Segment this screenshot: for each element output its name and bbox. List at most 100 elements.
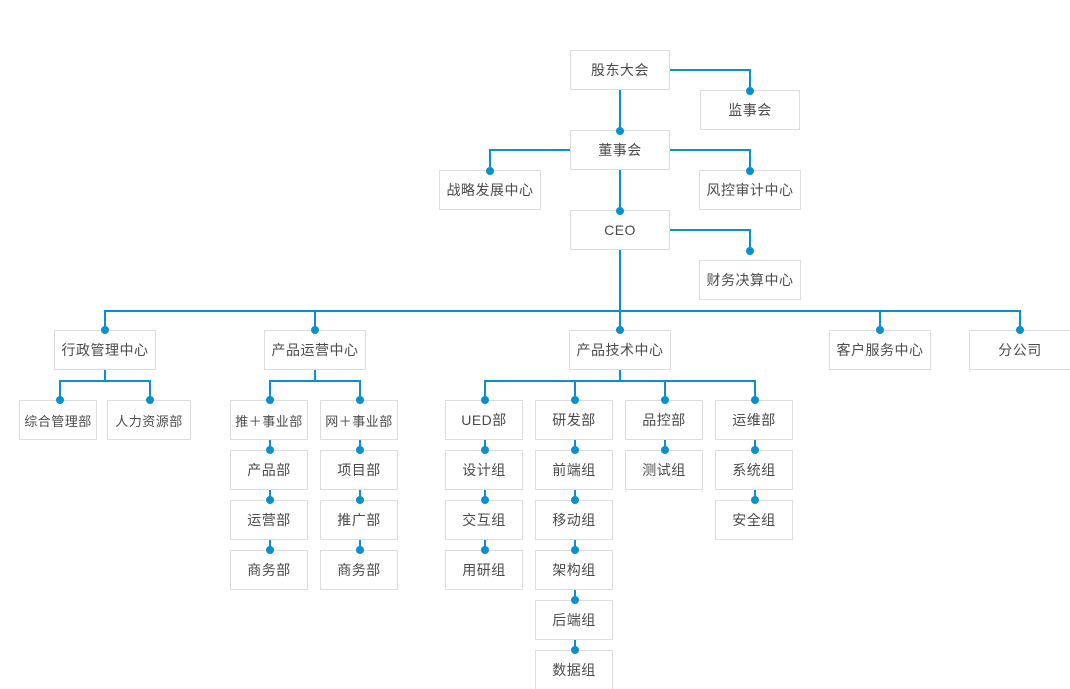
edge-interaction-to-user-research [484,540,486,550]
edge-board-to-strategy-horizontal [489,149,570,151]
node-tui-business-unit[interactable]: 推＋事业部 [230,400,308,440]
node-interaction-group[interactable]: 交互组 [445,500,523,540]
node-backend-group[interactable]: 后端组 [535,600,613,640]
node-ued-dept[interactable]: UED部 [445,400,523,440]
node-business-dept-right[interactable]: 商务部 [320,550,398,590]
node-ceo[interactable]: CEO [570,210,670,250]
connector-dot-board [616,127,624,135]
connector-dot-promotion-dept [356,496,364,504]
connector-dot-system-group [751,446,759,454]
connector-dot-ued [481,396,489,404]
edge-bus-drop-admin [104,310,106,330]
edge-product-tech-to-ops [754,380,756,400]
connector-dot-finance [746,247,754,255]
connector-dot-hr [146,396,154,404]
edge-product-tech-stem-vertical [619,370,621,381]
connector-dot-branch [1016,326,1024,334]
node-board-of-directors[interactable]: 董事会 [570,130,670,170]
connector-dot-operations-dept [266,496,274,504]
node-system-group[interactable]: 系统组 [715,450,793,490]
connector-dot-rd [571,396,579,404]
node-board-of-supervisors[interactable]: 监事会 [700,90,800,130]
node-admin-management-center[interactable]: 行政管理中心 [54,330,156,370]
connector-dot-architecture-group [571,546,579,554]
edge-design-to-interaction [484,490,486,500]
node-design-group[interactable]: 设计组 [445,450,523,490]
connector-dot-tui [266,396,274,404]
edge-main-bus-horizontal [104,310,1020,312]
node-customer-service-center[interactable]: 客户服务中心 [829,330,931,370]
edge-admin-to-hr [149,380,151,400]
edge-bus-drop-customer-service [879,310,881,330]
connector-dot-business-left [266,546,274,554]
node-product-operations-center[interactable]: 产品运营中心 [264,330,366,370]
connector-dot-ceo [616,207,624,215]
node-strategy-development-center[interactable]: 战略发展中心 [439,170,541,210]
edge-rd-to-frontend [574,440,576,450]
edge-admin-stem-vertical [104,370,106,381]
edge-mobile-to-architecture [574,540,576,550]
connector-dot-security-group [751,496,759,504]
node-data-group[interactable]: 数据组 [535,650,613,689]
edge-board-to-strategy-vertical [489,149,491,171]
edge-promotion-to-business-right [359,540,361,550]
node-ops-maintenance-dept[interactable]: 运维部 [715,400,793,440]
edge-ceo-to-finance-horizontal [670,229,751,231]
edge-backend-to-data [574,640,576,650]
edge-wang-to-project [359,440,361,450]
edge-ceo-to-bus-vertical [619,250,621,311]
node-human-resources-dept[interactable]: 人力资源部 [107,400,191,440]
edge-bus-drop-product-ops [314,310,316,330]
edge-admin-split-horizontal [59,380,150,382]
connector-dot-strategy [486,167,494,175]
connector-dot-data-group [571,646,579,654]
connector-dot-qc [661,396,669,404]
edge-product-dept-to-operations [269,490,271,500]
node-mobile-group[interactable]: 移动组 [535,500,613,540]
node-frontend-group[interactable]: 前端组 [535,450,613,490]
node-product-technology-center[interactable]: 产品技术中心 [569,330,671,370]
edge-shareholders-to-supervisors-horizontal [670,69,751,71]
node-qc-dept[interactable]: 品控部 [625,400,703,440]
connector-dot-backend-group [571,596,579,604]
edge-admin-to-general [59,380,61,400]
connector-dot-product-dept [266,446,274,454]
connector-dot-product-tech-center [616,326,624,334]
node-wang-business-unit[interactable]: 网＋事业部 [320,400,398,440]
node-architecture-group[interactable]: 架构组 [535,550,613,590]
connector-dot-admin-center [101,326,109,334]
node-operations-dept[interactable]: 运营部 [230,500,308,540]
node-finance-settlement-center[interactable]: 财务决算中心 [699,260,801,300]
edge-product-ops-to-tui [269,380,271,400]
edge-product-tech-to-ued [484,380,486,400]
edge-ued-to-design [484,440,486,450]
edge-product-tech-split-horizontal [484,380,755,382]
node-security-group[interactable]: 安全组 [715,500,793,540]
edge-shareholders-to-board-vertical [619,90,621,131]
edge-board-to-ceo-vertical [619,170,621,211]
node-shareholders-meeting[interactable]: 股东大会 [570,50,670,90]
node-project-dept[interactable]: 项目部 [320,450,398,490]
node-general-management-dept[interactable]: 综合管理部 [19,400,97,440]
edge-operations-to-business-left [269,540,271,550]
node-rd-dept[interactable]: 研发部 [535,400,613,440]
edge-system-to-security [754,490,756,500]
node-business-dept-left[interactable]: 商务部 [230,550,308,590]
connector-dot-user-research-group [481,546,489,554]
edge-qc-to-test [664,440,666,450]
edge-product-tech-to-rd [574,380,576,400]
node-test-group[interactable]: 测试组 [625,450,703,490]
node-promotion-dept[interactable]: 推广部 [320,500,398,540]
node-branch-company[interactable]: 分公司 [969,330,1070,370]
node-product-dept[interactable]: 产品部 [230,450,308,490]
connector-dot-wang [356,396,364,404]
connector-dot-interaction-group [481,496,489,504]
connector-dot-frontend-group [571,446,579,454]
node-user-research-group[interactable]: 用研组 [445,550,523,590]
edge-bus-drop-branch [1019,310,1021,330]
edge-product-tech-to-qc [664,380,666,400]
node-risk-audit-center[interactable]: 风控审计中心 [699,170,801,210]
edge-product-ops-split-horizontal [269,380,360,382]
edge-product-ops-stem-vertical [314,370,316,381]
connector-dot-risk [746,167,754,175]
